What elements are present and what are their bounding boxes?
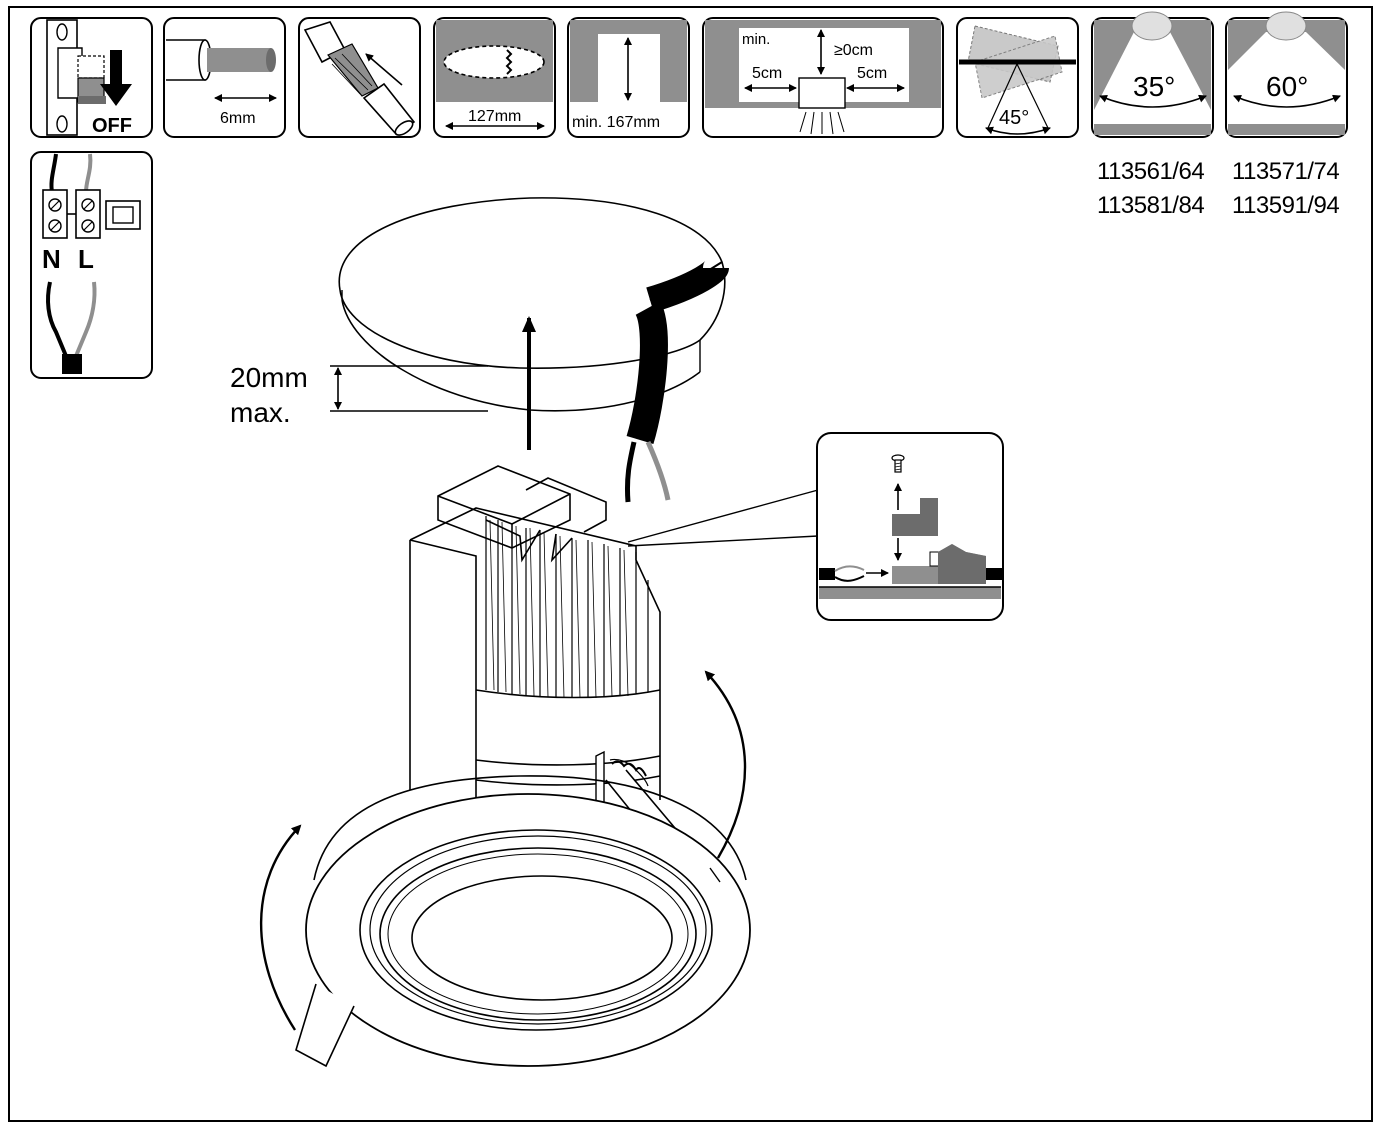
model-number-113571: 113571/74	[1232, 158, 1340, 185]
cutout-diameter-label: 127mm	[468, 108, 521, 125]
tilt-angle-label: 45°	[999, 107, 1029, 129]
rotate-right-arrow	[704, 670, 747, 859]
model-number-113561: 113561/64	[1097, 158, 1205, 185]
ferrule-icon	[298, 17, 421, 138]
cutout-diameter-icon: 127mm	[433, 17, 556, 138]
beam-35-label: 35°	[1133, 71, 1175, 102]
clearance-min-label: min.	[742, 31, 770, 48]
min-depth-label: min. 167mm	[572, 114, 660, 131]
model-number-113591: 113591/94	[1232, 192, 1340, 219]
ceiling-thickness-dimension: 20mm max.	[230, 362, 488, 428]
thickness-value: 20mm	[230, 362, 308, 393]
switch-off-icon: OFF	[30, 17, 153, 138]
page-border	[8, 6, 1373, 1122]
thickness-suffix: max.	[230, 397, 291, 428]
beam-60-label: 60°	[1266, 71, 1308, 102]
clearance-top-label: ≥0cm	[834, 42, 873, 59]
downlight-trim	[295, 775, 751, 1068]
live-label: L	[78, 244, 94, 274]
min-depth-icon: min. 167mm	[567, 17, 690, 138]
clearance-right-label: 5cm	[857, 65, 887, 82]
rotate-left-arrow	[259, 824, 302, 1031]
strip-length-label: 6mm	[220, 110, 256, 127]
wiring-terminal-panel: N L	[30, 151, 153, 379]
beam-60-icon: 60°	[1225, 11, 1348, 138]
switch-off-label: OFF	[92, 115, 132, 137]
beam-35-icon: 35°	[1091, 11, 1214, 138]
clearance-left-label: 5cm	[752, 65, 782, 82]
connector-detail-callout	[627, 432, 1004, 621]
screw-icon	[891, 454, 905, 473]
cable-strip-icon: 6mm	[163, 17, 286, 138]
clearance-icon: min. ≥0cm 5cm 5cm	[702, 17, 944, 138]
neutral-label: N	[42, 244, 61, 274]
supply-cable	[625, 260, 729, 503]
tilt-angle-icon: 45°	[956, 17, 1079, 138]
model-number-113581: 113581/84	[1097, 192, 1205, 219]
